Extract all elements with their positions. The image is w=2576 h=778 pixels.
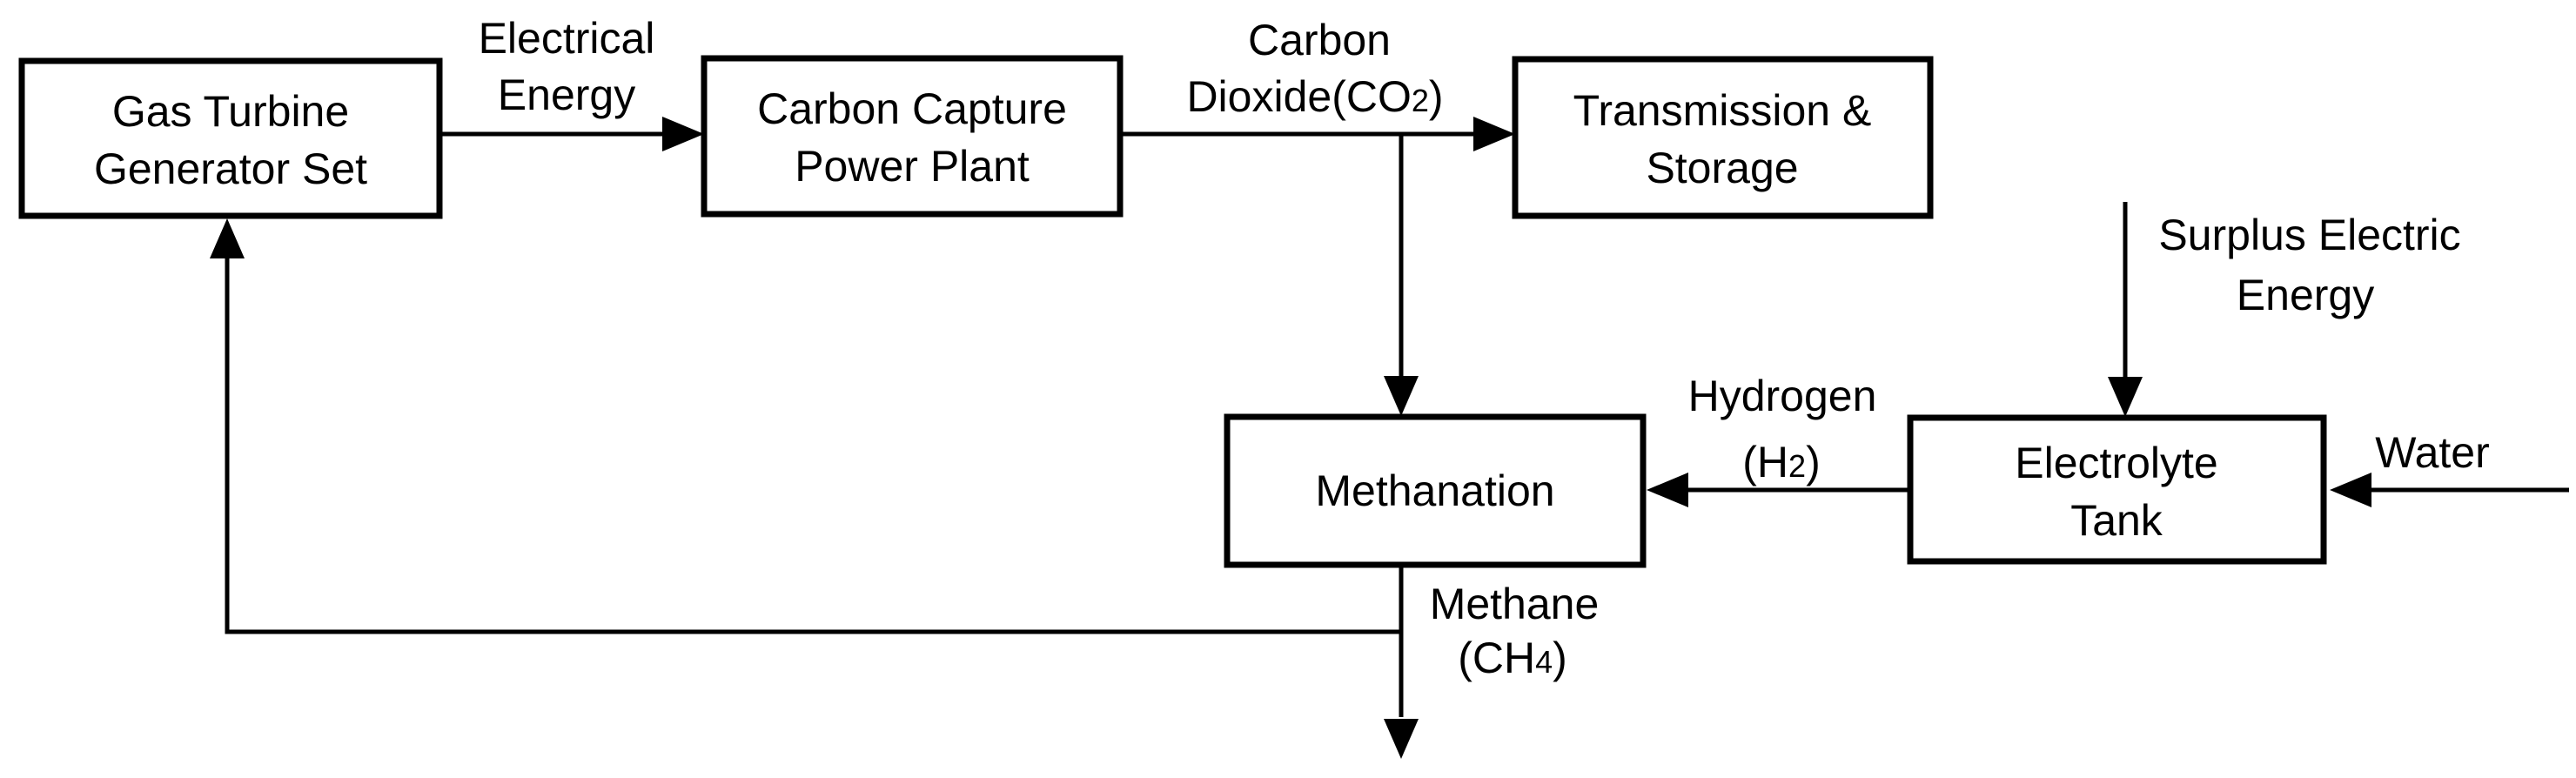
node-gas-turbine-label-line1: Gas Turbine xyxy=(112,87,349,136)
co2-formula-main: Dioxide(CO xyxy=(1186,72,1411,121)
ch4-formula-main: (CH xyxy=(1458,634,1535,682)
nodes: Gas Turbine Generator Set Carbon Capture… xyxy=(18,55,2327,568)
node-electrolyte-label-line2: Tank xyxy=(2070,496,2163,545)
node-electrolyte-label-line1: Electrolyte xyxy=(2015,439,2217,487)
h2-formula-close: ) xyxy=(1806,438,1821,486)
node-methanation-label: Methanation xyxy=(1315,466,1554,515)
flow-hydrogen-label-line2: (H2) xyxy=(1742,438,1820,486)
arrowhead-methane-out xyxy=(1384,719,1419,759)
arrowhead-surplus-into-electrolyte xyxy=(2108,377,2143,417)
co2-formula-subscript: 2 xyxy=(1412,83,1429,118)
arrowhead-water-into-electrolyte xyxy=(2330,473,2371,507)
flow-surplus-label-line1: Surplus Electric xyxy=(2158,211,2460,259)
flow-labels: Electrical Energy Carbon Dioxide(CO2) Su… xyxy=(479,14,2490,682)
arrowheads xyxy=(210,117,2371,759)
node-gas-turbine-label-line2: Generator Set xyxy=(94,144,367,193)
flow-water-label: Water xyxy=(2375,428,2490,477)
flow-surplus-label-line2: Energy xyxy=(2237,271,2374,319)
node-transmission-label-line2: Storage xyxy=(1646,144,1798,192)
flow-carbon-dioxide-label-line2: Dioxide(CO2) xyxy=(1186,72,1443,121)
node-carbon-capture-label-line1: Carbon Capture xyxy=(757,84,1067,133)
co2-formula-close: ) xyxy=(1429,72,1444,121)
edge-methane-feedback xyxy=(225,258,1400,634)
node-transmission-label-line1: Transmission & xyxy=(1573,86,1872,135)
ch4-formula-close: ) xyxy=(1553,634,1567,682)
node-methanation-box xyxy=(1224,413,1647,568)
node-carbon-capture-label-line2: Power Plant xyxy=(795,142,1030,191)
edges xyxy=(225,131,2569,717)
flow-methane-label-line2: (CH4) xyxy=(1458,634,1567,682)
node-carbon-capture-box xyxy=(701,55,1124,218)
arrowhead-into-carbon-capture xyxy=(662,117,704,151)
h2-formula-main: (H xyxy=(1742,438,1788,486)
flow-methane-label-line1: Methane xyxy=(1430,580,1600,628)
node-transmission-box xyxy=(1512,56,1934,219)
arrowhead-hydrogen-into-methanation xyxy=(1647,473,1688,507)
h2-formula-subscript: 2 xyxy=(1788,448,1806,484)
node-electrolyte-box xyxy=(1907,414,2327,565)
node-gas-turbine-box xyxy=(18,57,443,219)
ch4-formula-subscript: 4 xyxy=(1535,644,1553,680)
flow-carbon-dioxide-label-line1: Carbon xyxy=(1248,16,1391,64)
flow-electrical-label-line1: Electrical xyxy=(479,14,655,63)
arrowhead-into-transmission xyxy=(1473,117,1515,151)
flow-hydrogen-label-line1: Hydrogen xyxy=(1688,372,1877,420)
arrowhead-co2-into-methanation xyxy=(1384,376,1419,416)
flow-electrical-label-line2: Energy xyxy=(498,70,635,119)
arrowhead-feedback-into-gas-turbine xyxy=(210,218,245,258)
